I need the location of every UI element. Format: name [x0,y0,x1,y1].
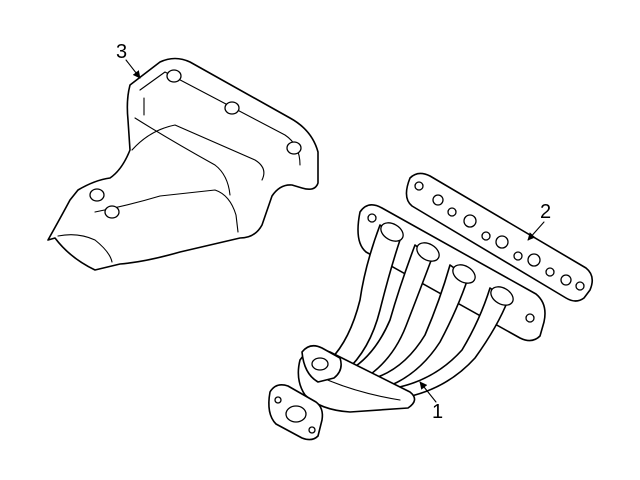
callout-number: 3 [116,41,127,63]
shield-bolt-hole [104,205,120,219]
manifold-gasket [405,172,594,302]
callout-1: 1 [419,381,443,423]
flange-bolt-hole [525,313,535,323]
gasket-port [560,274,572,286]
gasket-bolt-hole [513,251,523,261]
gasket-bolt-hole [447,207,457,217]
heat-shield [47,57,319,271]
exhaust-port [452,264,476,284]
exhaust-port [490,286,514,306]
shield-bolt-hole [166,69,182,83]
exhaust-manifold [268,204,546,441]
exhaust-port [416,242,440,262]
flange-bolt-hole [367,213,377,223]
gasket-port [527,253,541,267]
callout-3: 3 [116,41,141,79]
gasket-bolt-hole [545,267,555,277]
callout-number: 1 [432,401,443,423]
shield-bolt-hole [224,101,240,115]
outlet-port [285,405,307,423]
callout-number: 2 [540,201,551,223]
gasket-bolt-hole [481,231,491,241]
gasket-bolt-hole [414,181,424,191]
shield-bolt-hole [286,141,302,155]
exhaust-port [380,222,404,242]
gasket-port [432,194,444,206]
shield-bolt-hole [89,188,105,202]
gasket-bolt-hole [575,281,585,291]
collector-port [311,357,329,371]
callout-2: 2 [527,201,551,241]
outlet-bolt-hole [274,396,282,404]
gasket-port [495,235,509,249]
outlet-bolt-hole [308,426,316,434]
gasket-port [463,214,477,228]
